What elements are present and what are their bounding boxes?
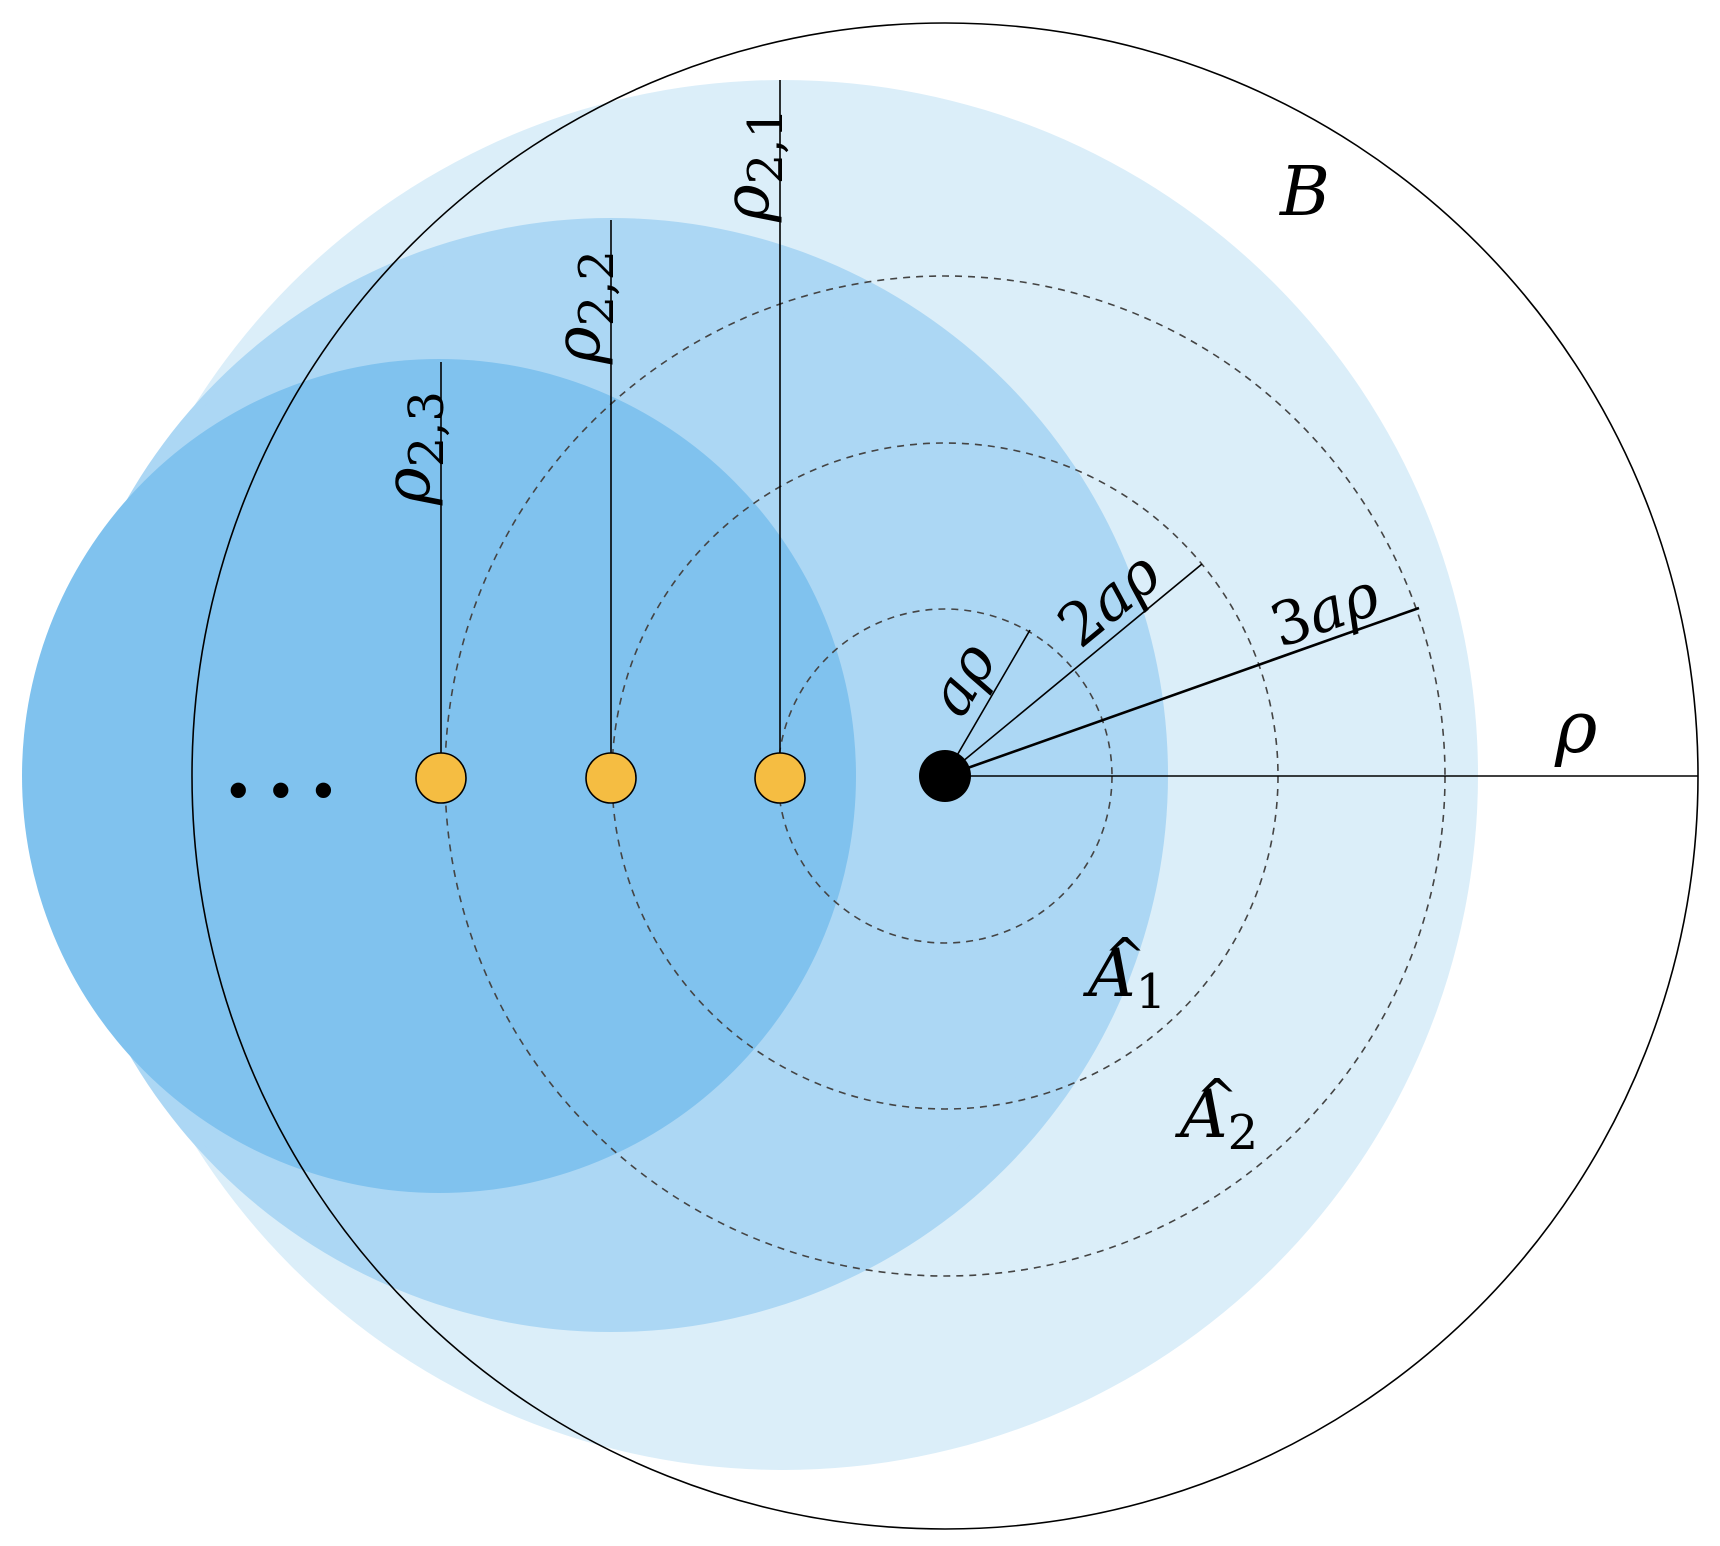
radial-lines <box>944 563 1698 778</box>
rho-2-3-label: ρ2,3 <box>371 391 455 506</box>
a-hat-2-label: ^ A2 <box>1174 1068 1258 1161</box>
ball-label: B <box>1278 153 1330 232</box>
a-hat-2-sub: 2 <box>1228 1105 1259 1161</box>
center-point <box>919 750 971 802</box>
radius-2a-rho-line <box>944 563 1203 777</box>
radius-3a-rho-line <box>944 606 1420 778</box>
ellipsis: ... <box>224 721 352 817</box>
a-hat-1-sub: 1 <box>1136 964 1167 1020</box>
a-hat-1-base: A <box>1082 935 1136 1012</box>
rho-2-2-base: ρ <box>541 326 615 365</box>
vertical-radius-lines <box>440 80 781 776</box>
a-hat-2-text: A2 <box>1174 1076 1258 1161</box>
rho-2-3-base: ρ <box>371 467 445 506</box>
rho-2-2-sub: 2,2 <box>569 250 625 326</box>
a-hat-2-base: A <box>1174 1076 1228 1153</box>
a-hat-2-hat: ^ <box>1196 1068 1238 1126</box>
a-hat-1-text: A1 <box>1082 935 1166 1020</box>
sample-point-1 <box>754 752 806 804</box>
radius-a-rho-line <box>944 629 1031 777</box>
rho-2-1-sub: 2,1 <box>738 108 794 184</box>
a-hat-1-hat: ^ <box>1104 927 1146 985</box>
rho-2-1-base: ρ <box>710 184 784 223</box>
a-hat-1-label: ^ A1 <box>1082 927 1166 1020</box>
rho-2-2-label: ρ2,2 <box>541 250 625 365</box>
rho-label: ρ <box>1554 685 1597 769</box>
sample-point-2 <box>585 752 637 804</box>
rho-2-3-sub: 2,3 <box>399 391 455 467</box>
sample-point-3 <box>415 752 467 804</box>
rho-2-1-label: ρ2,1 <box>710 108 794 223</box>
points <box>415 750 971 804</box>
